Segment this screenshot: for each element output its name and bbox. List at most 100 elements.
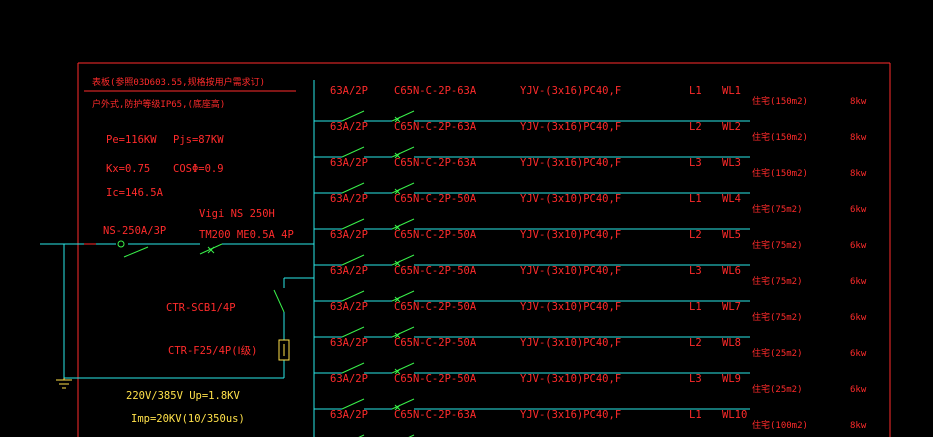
cable-spec: YJV-(3x16)PC40,F (520, 85, 621, 97)
load-description: 住宅(75m2) (752, 275, 803, 287)
load-description: 住宅(75m2) (752, 203, 803, 215)
phase-label: L3 (689, 373, 702, 385)
load-description: 住宅(150m2) (752, 131, 808, 143)
switch-rating: 63A/2P (330, 409, 368, 421)
phase-label: L2 (689, 229, 702, 241)
breaker-cross-mark (394, 152, 401, 159)
breaker-model: C65N-C-2P-50A (394, 265, 477, 277)
load-power: 6kw (850, 205, 867, 215)
phase-label: L1 (689, 85, 702, 97)
load-description: 住宅(75m2) (752, 311, 803, 323)
spd-label: CTR-F25/4P(Ⅰ级) (168, 345, 257, 357)
phase-label: L3 (689, 157, 702, 169)
spd-breaker-symbol (273, 289, 285, 313)
circuit-id: WL8 (722, 337, 741, 349)
switch-rating: 63A/2P (330, 229, 368, 241)
circuit-breaker-symbol (391, 146, 415, 158)
breaker-model: C65N-C-2P-63A (394, 121, 477, 133)
main-breaker-model: Vigi NS 250H (199, 208, 275, 220)
cable-spec: YJV-(3x10)PC40,F (520, 373, 621, 385)
circuit-id: WL4 (722, 193, 741, 205)
circuit-id: WL10 (722, 409, 747, 421)
circuit-id: WL9 (722, 373, 741, 385)
main-switch-label: NS-250A/3P (103, 225, 166, 237)
switch-rating: 63A/2P (330, 373, 368, 385)
panel-title: 表板(参照03D603.55,规格按用户需求订) (92, 76, 265, 88)
demand-factor: Kx=0.75 (106, 163, 150, 175)
circuit-breaker-symbol (391, 110, 415, 122)
switch-rating: 63A/2P (330, 157, 368, 169)
circuit-id: WL2 (722, 121, 741, 133)
surge-protector-symbol (278, 339, 290, 361)
main-switch-symbol (84, 240, 149, 258)
power-factor: COSΦ=0.9 (173, 163, 224, 175)
spd-voltage: 220V/385V Up=1.8KV (126, 390, 240, 402)
breaker-cross-mark (394, 404, 401, 411)
phase-label: L3 (689, 265, 702, 277)
circuit-row: 63A/2P C65N-C-2P-63A YJV-(3x16)PC40,F L3 WL3… (314, 157, 867, 195)
load-power: 6kw (850, 313, 867, 323)
circuit-breaker-symbol (391, 398, 415, 410)
cable-spec: YJV-(3x16)PC40,F (520, 121, 621, 133)
load-power: 8kw (850, 133, 867, 143)
phase-label: L2 (689, 337, 702, 349)
cable-spec: YJV-(3x16)PC40,F (520, 157, 621, 169)
circuit-id: WL3 (722, 157, 741, 169)
circuit-breaker-symbol (391, 182, 415, 194)
breaker-model: C65N-C-2P-50A (394, 193, 477, 205)
breaker-cross-mark (394, 260, 401, 267)
load-power: 8kw (850, 169, 867, 179)
circuit-breaker-symbol (391, 326, 415, 338)
main-breaker-symbol (199, 243, 223, 255)
isolating-switch-symbol (341, 110, 365, 122)
circuit-row: 63A/2P C65N-C-2P-50A YJV-(3x10)PC40,F L3 WL9… (314, 373, 867, 411)
phase-label: L2 (689, 121, 702, 133)
isolating-switch-symbol (341, 290, 365, 302)
load-power: 6kw (850, 277, 867, 287)
load-power: 6kw (850, 349, 867, 359)
breaker-cross-mark (394, 296, 401, 303)
isolating-switch-symbol (341, 254, 365, 266)
circuit-breaker-symbol (391, 362, 415, 374)
installed-power: Pe=116KW (106, 134, 157, 146)
load-power: 6kw (850, 385, 867, 395)
spd-current: Imp=20KV(10/350us) (131, 413, 245, 425)
switch-rating: 63A/2P (330, 265, 368, 277)
breaker-cross-mark (394, 188, 401, 195)
breaker-cross-mark (394, 332, 401, 339)
panel-info: 表板(参照03D603.55,规格按用户需求订) 户外式,防护等级IP65,(底… (92, 76, 294, 425)
isolating-switch-symbol (341, 218, 365, 230)
incoming-feeder (40, 243, 314, 379)
circuit-id: WL7 (722, 301, 741, 313)
load-description: 住宅(25m2) (752, 383, 803, 395)
phase-label: L1 (689, 301, 702, 313)
switch-rating: 63A/2P (330, 85, 368, 97)
breaker-model: C65N-C-2P-63A (394, 409, 477, 421)
spd-breaker-label: CTR-SCB1/4P (166, 302, 236, 314)
circuit-id: WL1 (722, 85, 741, 97)
isolating-switch-symbol (341, 398, 365, 410)
switch-rating: 63A/2P (330, 337, 368, 349)
switch-rating: 63A/2P (330, 301, 368, 313)
breaker-cross-mark (394, 224, 401, 231)
breaker-model: C65N-C-2P-50A (394, 373, 477, 385)
load-power: 8kw (850, 97, 867, 107)
main-breaker-trip: TM200 ME0.5A 4P (199, 229, 294, 241)
breaker-model: C65N-C-2P-50A (394, 301, 477, 313)
circuit-id: WL6 (722, 265, 741, 277)
breaker-cross-mark (394, 116, 401, 123)
load-description: 住宅(25m2) (752, 347, 803, 359)
cable-spec: YJV-(3x10)PC40,F (520, 193, 621, 205)
load-description: 住宅(75m2) (752, 239, 803, 251)
switch-rating: 63A/2P (330, 193, 368, 205)
load-power: 6kw (850, 241, 867, 251)
load-power: 8kw (850, 421, 867, 431)
cable-spec: YJV-(3x10)PC40,F (520, 229, 621, 241)
breaker-model: C65N-C-2P-63A (394, 157, 477, 169)
